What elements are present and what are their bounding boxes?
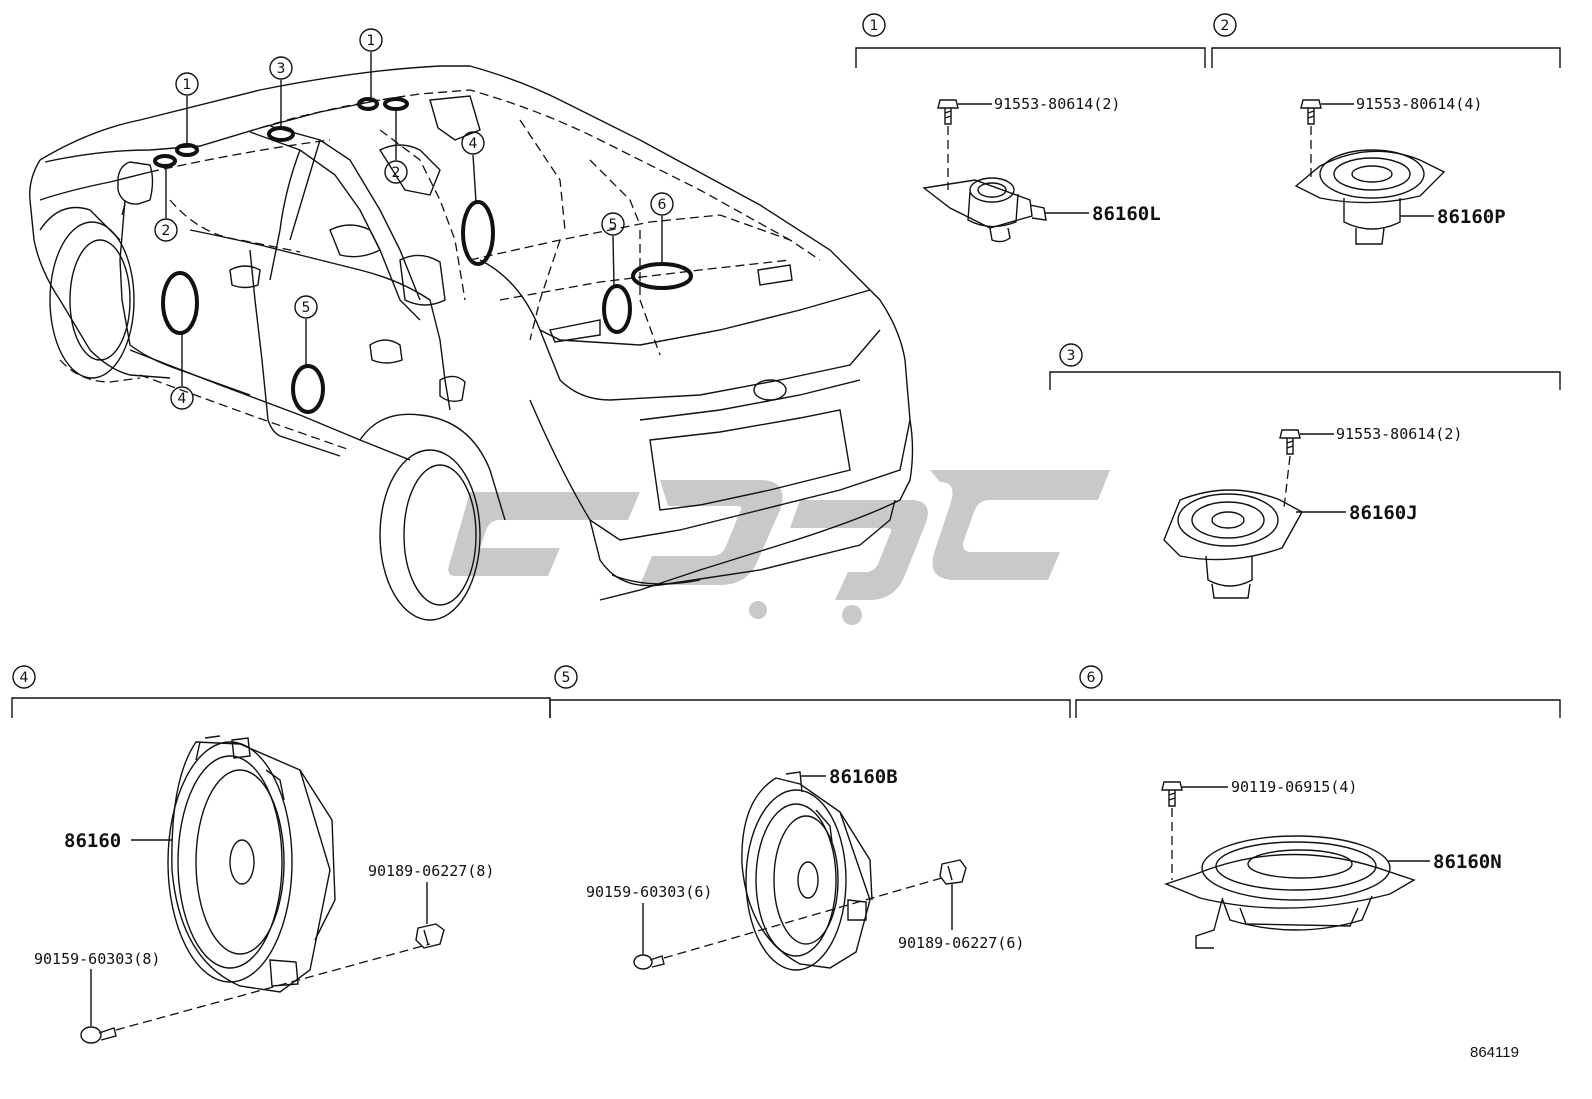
car-illustration (29, 65, 914, 621)
group-4: 4 86160 90159-60303(8) 90189-06227( (11, 665, 551, 1044)
callout-c1b: 1 (359, 28, 383, 52)
ring-rear-deck (631, 262, 693, 290)
ring-tweeter-front-right-2 (383, 97, 409, 111)
clip-nut-icon (939, 859, 967, 885)
svg-text:3: 3 (277, 61, 286, 77)
ring-tweeter-front-right (357, 97, 379, 111)
svg-text:90119-06915(4): 90119-06915(4) (1231, 778, 1357, 796)
svg-text:5: 5 (609, 217, 618, 233)
car-callout-leaders (165, 52, 663, 386)
svg-text:90159-60303(6): 90159-60303(6) (586, 883, 712, 901)
screw-icon (633, 954, 665, 970)
svg-text:86160N: 86160N (1433, 851, 1502, 873)
svg-text:86160J: 86160J (1349, 502, 1418, 524)
svg-text:4: 4 (178, 391, 187, 407)
group-3: 3 91553-80614(2) 86160J (1049, 343, 1561, 599)
svg-text:1: 1 (367, 33, 376, 49)
callout-c5b: 5 (601, 212, 625, 236)
screw-icon (80, 1026, 117, 1044)
bolt-icon (1279, 429, 1301, 455)
svg-text:2: 2 (162, 223, 171, 239)
svg-text:1: 1 (183, 77, 192, 93)
callout-c2b: 2 (384, 160, 408, 184)
group-5: 5 86160B 90159-60303(6) 90189-06227(6) (549, 665, 1071, 971)
ring-front-door-right (461, 200, 495, 266)
svg-text:6: 6 (1087, 670, 1096, 686)
svg-text:90189-06227(6): 90189-06227(6) (898, 934, 1024, 952)
svg-text:90189-06227(8): 90189-06227(8) (368, 862, 494, 880)
svg-text:90159-60303(8): 90159-60303(8) (34, 950, 160, 968)
callout-c6: 6 (650, 192, 674, 216)
callout-c1a: 1 (175, 72, 199, 96)
group-1: 1 91553-80614(2) 86160L (855, 13, 1206, 243)
bolt-icon (937, 99, 959, 125)
callout-c3: 3 (269, 56, 293, 80)
svg-text:86160B: 86160B (829, 766, 898, 788)
svg-text:4: 4 (469, 136, 478, 152)
ring-front-door-left (161, 271, 199, 335)
svg-text:1: 1 (870, 18, 879, 34)
svg-text:91553-80614(2): 91553-80614(2) (994, 95, 1120, 113)
callout-c5a: 5 (294, 295, 318, 319)
group-6: 6 90119-06915(4) 86160N (1075, 665, 1561, 949)
watermark-logo (448, 470, 1110, 625)
ring-tweeter-front-left (175, 143, 199, 157)
rear-deck-speaker-86160N (1163, 835, 1416, 949)
svg-text:4: 4 (20, 670, 29, 686)
door-speaker-86160B (741, 771, 873, 971)
svg-text:5: 5 (562, 670, 571, 686)
callout-c2a: 2 (154, 218, 178, 242)
svg-text:86160P: 86160P (1437, 206, 1506, 228)
midrange-speaker-86160P (1294, 149, 1446, 245)
svg-text:2: 2 (392, 165, 401, 181)
clip-nut-icon (415, 923, 445, 949)
bolt-icon (1300, 99, 1322, 125)
tweeter-speaker-86160L (922, 177, 1047, 243)
midrange-speaker-86160J (1163, 489, 1303, 599)
svg-text:86160: 86160 (64, 830, 121, 852)
svg-text:86160L: 86160L (1092, 203, 1161, 225)
ring-dash-center (267, 126, 295, 142)
callout-c4a: 4 (461, 131, 485, 155)
svg-text:3: 3 (1067, 348, 1076, 364)
group-2: 2 91553-80614(4) 86160P (1211, 13, 1561, 245)
ring-rear-door-left (291, 364, 325, 414)
svg-text:91553-80614(4): 91553-80614(4) (1356, 95, 1482, 113)
reference-number: 864119 (1470, 1044, 1519, 1061)
svg-text:91553-80614(2): 91553-80614(2) (1336, 425, 1462, 443)
ring-tweeter-front-left-2 (153, 154, 177, 168)
svg-text:2: 2 (1221, 18, 1230, 34)
door-speaker-86160 (167, 735, 336, 993)
callout-c4b: 4 (170, 386, 194, 410)
ring-rear-door-right (602, 284, 632, 334)
svg-text:6: 6 (658, 197, 667, 213)
svg-text:5: 5 (302, 300, 311, 316)
bolt-icon (1161, 781, 1183, 807)
